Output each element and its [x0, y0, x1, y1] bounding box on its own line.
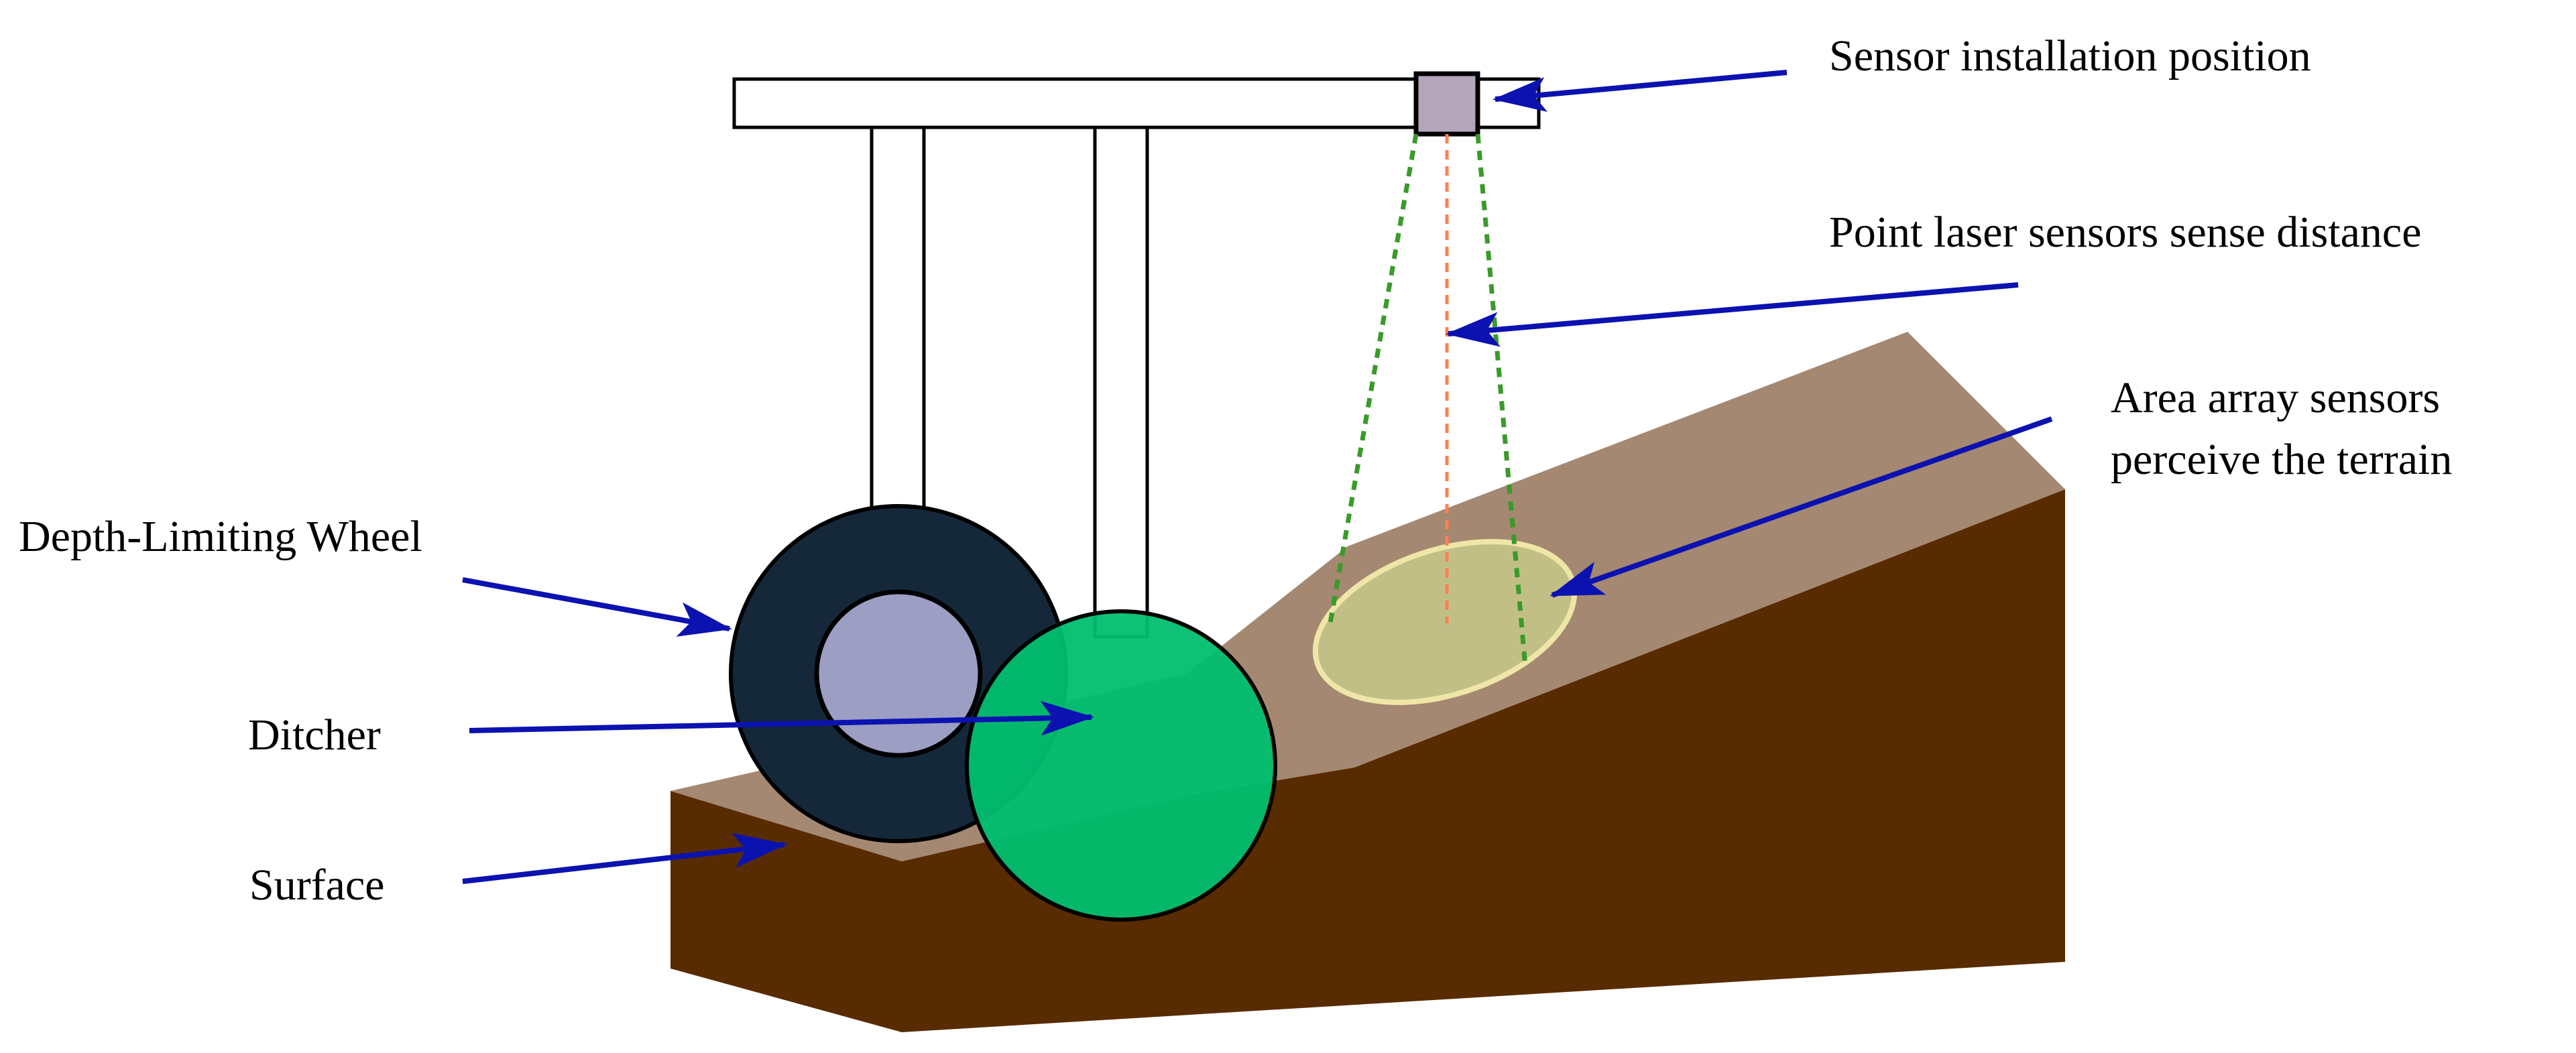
- sensor-cone-right-line: [1475, 133, 1528, 668]
- arrow-point-laser: [1446, 282, 2019, 347]
- arrow-sensor-position: [1492, 70, 1788, 112]
- label-area-array-line1: Area array sensors: [2111, 373, 2440, 422]
- arrow-surface: [462, 832, 787, 884]
- ditcher-disc: [965, 609, 1277, 922]
- wheel-hub: [814, 589, 983, 758]
- arrow-area-array: [1549, 416, 2053, 598]
- sensor-box: [1413, 71, 1480, 137]
- sensing-beams: [1327, 133, 1528, 668]
- arrow-depth-wheel: [462, 577, 732, 637]
- label-ditcher: Ditcher: [248, 710, 381, 759]
- label-area-array-line2: perceive the terrain: [2111, 435, 2452, 484]
- arrows: [462, 70, 2053, 884]
- label-point-laser: Point laser sensors sense distance: [1829, 208, 2422, 257]
- arrow-ditcher: [469, 700, 1094, 736]
- support-column-left: [870, 125, 926, 532]
- support-column-right: [1093, 125, 1149, 639]
- frame-beam: [732, 77, 1541, 129]
- label-surface: Surface: [249, 861, 385, 910]
- label-sensor-position: Sensor installation position: [1829, 32, 2311, 80]
- labels: Sensor installation position Point laser…: [19, 32, 2452, 910]
- label-depth-wheel: Depth-Limiting Wheel: [19, 512, 422, 561]
